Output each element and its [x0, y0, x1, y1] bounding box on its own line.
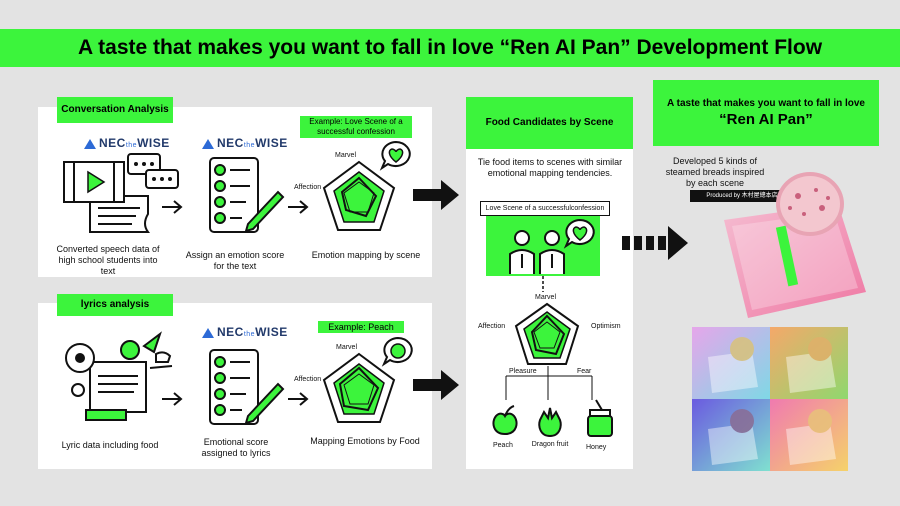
dragon-fruit-icon: [538, 407, 562, 438]
conversation-analysis-label: Conversation Analysis: [61, 104, 169, 115]
nec-wise: WISE: [255, 136, 288, 150]
nec-brand: NEC: [217, 325, 244, 339]
emotion-radar-chart: [322, 160, 396, 231]
honey-icon: [587, 399, 613, 437]
scene-label-box: Love Scene of a successfulconfession: [480, 201, 610, 216]
lyric-scroll-icon: [65, 331, 173, 421]
peach-chat-icon: [381, 336, 413, 367]
radar-label-marvel: Marvel: [335, 152, 357, 159]
speech-video-icon: [63, 153, 179, 233]
step-lyric-data: Lyric data including food: [61, 440, 159, 450]
checklist-icon: [209, 349, 285, 425]
confession-scene-icon: [486, 216, 600, 292]
produced-by-badge: Produced by 木村屋總本店: [690, 190, 794, 202]
step-emotion-mapping: Emotion mapping by scene: [311, 250, 421, 260]
nec-mark-icon: [202, 327, 214, 338]
lyrics-analysis-label: lyrics analysis: [80, 299, 150, 310]
step-speech-text: Converted speech data of high school stu…: [56, 244, 160, 276]
steamed-bread-photo: [724, 172, 866, 318]
radar-label-affection: Affection: [294, 376, 322, 383]
nec-wise: WISE: [255, 325, 288, 339]
nec-small: the: [243, 331, 256, 338]
nec-mark-icon: [84, 138, 96, 149]
title-banner: A taste that makes you want to fall in l…: [0, 29, 900, 67]
step-mapping-food: Mapping Emotions by Food: [310, 436, 420, 446]
love-scene-example-label: Example: Love Scene of a successful conf…: [309, 117, 403, 136]
candidates-panel: [466, 97, 633, 469]
product-tag: A taste that makes you want to fall in l…: [653, 80, 879, 146]
radar-label-fear: Fear: [577, 368, 592, 375]
checklist-icon: [209, 157, 285, 233]
nec-mark-icon: [202, 138, 214, 149]
peach-radar-chart: [322, 352, 396, 423]
radar-label-pleasure: Pleasure: [509, 368, 537, 375]
heart-chat-icon: [379, 140, 411, 171]
food-honey: Honey: [586, 444, 607, 451]
peach-example-tag: Example: Peach: [318, 321, 404, 333]
nec-small: the: [243, 142, 256, 149]
dashed-arrow-right-icon: [622, 226, 688, 260]
branch-lines: [505, 366, 593, 400]
lyrics-analysis-tag: lyrics analysis: [57, 294, 173, 316]
arrow-right-icon: [162, 392, 183, 406]
nec-brand: NEC: [99, 136, 126, 150]
arrow-right-icon: [288, 200, 309, 214]
peach-icon: [492, 405, 518, 436]
nec-brand: NEC: [217, 136, 244, 150]
nec-logo: NECtheWISE: [202, 325, 288, 339]
candidates-description: Tie food items to scenes with similar em…: [477, 157, 623, 178]
product-tagline: A taste that makes you want to fall in l…: [666, 97, 865, 109]
radar-label-marvel: Marvel: [336, 344, 358, 351]
arrow-right-icon: [162, 200, 183, 214]
nec-logo: NECtheWISE: [202, 136, 288, 150]
nec-small: the: [125, 142, 138, 149]
bread-variations-photo: [692, 327, 848, 471]
produced-by-label: Produced by 木村屋總本店: [706, 193, 778, 199]
candidates-label: Food Candidates by Scene: [485, 117, 614, 128]
peach-example-label: Example: Peach: [328, 322, 394, 332]
conversation-analysis-tag: Conversation Analysis: [57, 97, 173, 123]
step-emotion-score: Assign an emotion score for the text: [185, 250, 285, 271]
radar-label-marvel: Marvel: [535, 294, 557, 301]
step-emotional-score: Emotional score assigned to lyrics: [201, 437, 271, 458]
nec-logo: NECtheWISE: [84, 136, 170, 150]
big-arrow-right-icon: [413, 370, 459, 400]
product-name: “Ren AI Pan”: [719, 110, 813, 128]
radar-label-affection: Affection: [478, 323, 506, 330]
page-title: A taste that makes you want to fall in l…: [77, 36, 823, 59]
arrow-right-icon: [288, 392, 309, 406]
radar-label-affection: Affection: [294, 184, 322, 191]
candidates-tag: Food Candidates by Scene: [466, 97, 633, 149]
food-dragon-fruit: Dragon fruit: [531, 441, 569, 448]
product-description: Developed 5 kinds of steamed breads insp…: [665, 156, 765, 188]
food-peach: Peach: [493, 442, 513, 449]
love-scene-example-tag: Example: Love Scene of a successful conf…: [300, 116, 412, 138]
candidates-radar-chart: [514, 302, 580, 365]
big-arrow-right-icon: [413, 180, 459, 210]
nec-wise: WISE: [137, 136, 170, 150]
radar-label-optimism: Optimism: [591, 323, 621, 330]
scene-label: Love Scene of a successfulconfession: [485, 205, 605, 212]
